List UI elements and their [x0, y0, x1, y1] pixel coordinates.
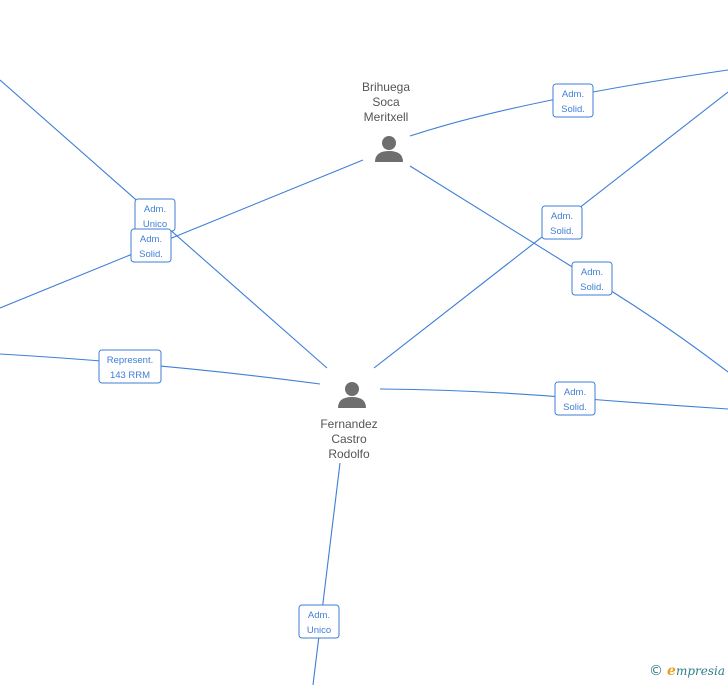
relation-label-line: Adm.	[551, 211, 573, 222]
edge-line	[312, 462, 341, 685]
relation-label-line: Adm.	[308, 610, 330, 621]
relation-label-line: Adm.	[564, 387, 586, 398]
empresia-watermark: © empresia	[649, 663, 725, 679]
person-name-line: Soca	[372, 95, 400, 109]
relation-label-box	[98, 349, 162, 384]
person-node-fernandez[interactable]: Fernandez Castro Rodolfo	[320, 382, 378, 461]
relation-label-box	[130, 228, 172, 263]
relation-label-line: Solid.	[561, 104, 585, 115]
relation-label-line: Solid.	[550, 226, 574, 237]
relation-label-box	[541, 205, 583, 240]
relation-label-box	[552, 83, 594, 118]
relation-label-represent[interactable]: Represent. 143 RRM	[98, 349, 162, 384]
relation-label-box	[571, 261, 613, 296]
relation-label-adm-solid[interactable]: Adm. Solid.	[130, 228, 172, 263]
relation-label-line: Adm.	[581, 267, 603, 278]
edge-line	[409, 165, 728, 373]
relation-label-line: 143 RRM	[110, 370, 150, 381]
person-name-line: Fernandez	[320, 417, 377, 431]
relation-label-adm-unico[interactable]: Adm. Unico	[134, 198, 176, 232]
edge-label-layer: Adm. Unico Adm. Solid. Represent. 143 RR…	[98, 83, 613, 639]
relation-label-line: Adm.	[562, 89, 584, 100]
relation-label-adm-solid[interactable]: Adm. Solid.	[554, 381, 596, 416]
relation-label-line: Solid.	[563, 402, 587, 413]
brand-rest: mpresia	[675, 664, 725, 678]
edge-line	[0, 353, 321, 385]
edge-line	[379, 388, 728, 410]
relation-label-line: Represent.	[107, 355, 153, 366]
person-name-line: Brihuega	[362, 80, 410, 94]
person-icon	[338, 382, 366, 408]
relation-label-adm-solid[interactable]: Adm. Solid.	[541, 205, 583, 240]
person-name-line: Castro	[331, 432, 367, 446]
person-name-line: Rodolfo	[328, 447, 370, 461]
brand-wordmark: empresia	[667, 663, 725, 679]
relation-label-adm-unico[interactable]: Adm. Unico	[298, 604, 340, 639]
relation-label-line: Adm.	[140, 234, 162, 245]
copyright-icon: ©	[649, 663, 664, 679]
relation-label-box	[554, 381, 596, 416]
person-node-layer: Brihuega Soca Meritxell Fernandez Castro…	[320, 80, 410, 461]
edge-line	[409, 69, 728, 137]
relation-label-line: Solid.	[139, 249, 163, 260]
person-name-line: Meritxell	[364, 110, 409, 124]
person-icon	[375, 136, 403, 162]
relation-label-line: Solid.	[580, 282, 604, 293]
relation-label-line: Unico	[307, 625, 331, 636]
relation-label-adm-solid[interactable]: Adm. Solid.	[571, 261, 613, 296]
relation-label-line: Adm.	[144, 204, 166, 215]
relation-label-line: Unico	[143, 219, 167, 230]
brand-initial: e	[667, 663, 676, 679]
person-node-brihuega[interactable]: Brihuega Soca Meritxell	[362, 80, 410, 162]
relation-label-adm-solid[interactable]: Adm. Solid.	[552, 83, 594, 118]
edge-line	[0, 159, 364, 309]
relation-label-box	[298, 604, 340, 639]
